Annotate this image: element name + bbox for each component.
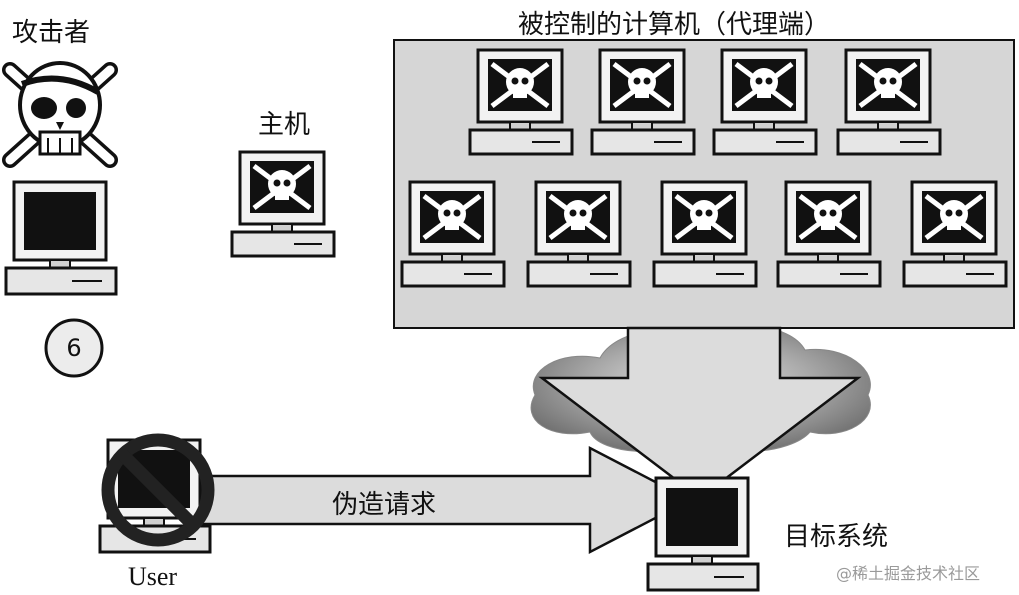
attack-arrow xyxy=(538,326,862,500)
zombie-computer-5 xyxy=(402,182,504,286)
attacker-label: 攻击者 xyxy=(12,18,91,48)
user-label: User xyxy=(128,562,178,591)
target-computer xyxy=(646,476,760,592)
step-number: 6 xyxy=(66,334,82,362)
watermark: @稀土掘金技术社区 xyxy=(836,564,981,583)
zombie-computer-4 xyxy=(838,50,940,154)
host-computer xyxy=(232,152,334,256)
forged-request-label: 伪造请求 xyxy=(332,490,437,520)
zombie-computer-9 xyxy=(904,182,1006,286)
zombie-computer-6 xyxy=(528,182,630,286)
zombie-computer-2 xyxy=(592,50,694,154)
zombie-computer-1 xyxy=(470,50,572,154)
attacker-skull-emblem-icon xyxy=(2,61,118,168)
forged-request-arrow xyxy=(198,445,693,555)
controlled-computers-label: 被控制的计算机（代理端） xyxy=(518,10,831,40)
no-entry-icon xyxy=(101,433,215,547)
step-number-circle xyxy=(44,318,104,378)
zombie-computer-8 xyxy=(778,182,880,286)
zombie-computer-3 xyxy=(714,50,816,154)
attacker-computer xyxy=(4,180,118,296)
zombie-computer-7 xyxy=(654,182,756,286)
host-label: 主机 xyxy=(258,110,311,140)
target-system-label: 目标系统 xyxy=(784,522,889,552)
